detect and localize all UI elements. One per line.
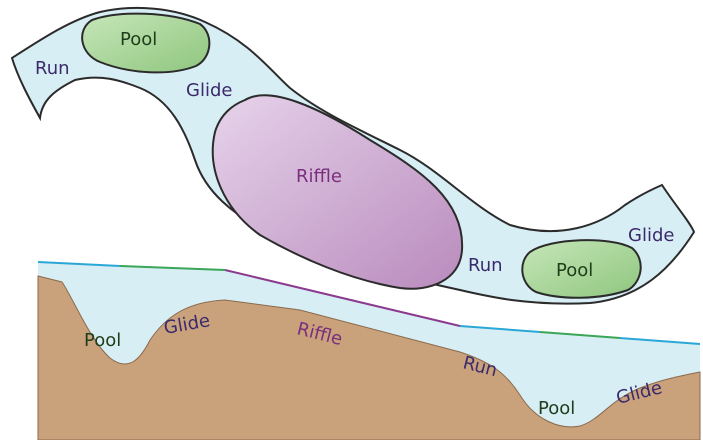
label-pool-plan-top: Pool [120, 29, 157, 50]
label-pool-profile-left: Pool [84, 330, 121, 351]
label-riffle-plan: Riffle [296, 166, 342, 187]
label-glide-plan-mid: Glide [186, 80, 232, 101]
label-glide-plan-right: Glide [628, 225, 674, 246]
riffle-shape [213, 95, 462, 288]
label-pool-profile-right: Pool [538, 398, 575, 419]
label-run-plan-right: Run [468, 255, 503, 276]
label-pool-plan-right: Pool [556, 260, 593, 281]
plan-view: Run Pool Glide Riffle Run Pool Glide [12, 8, 694, 304]
label-run-plan-left: Run [35, 58, 70, 79]
